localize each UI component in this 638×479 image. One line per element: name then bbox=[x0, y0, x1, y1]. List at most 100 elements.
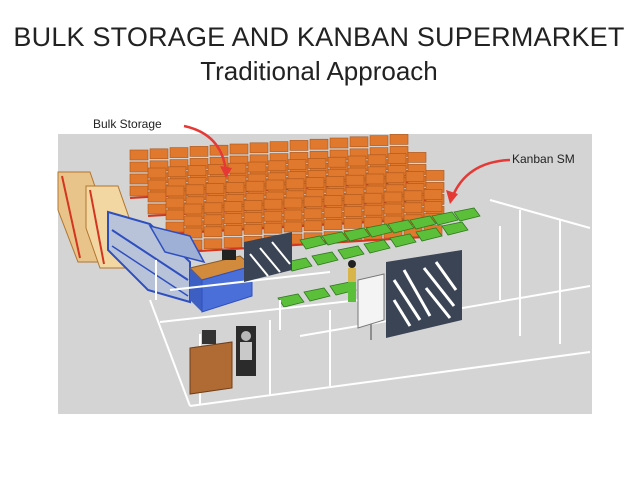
kanban-bin bbox=[409, 215, 437, 230]
rack-box bbox=[283, 221, 303, 233]
rack-box bbox=[287, 159, 307, 170]
rack-box bbox=[129, 161, 149, 173]
rack-box bbox=[245, 180, 265, 192]
rack-box bbox=[347, 155, 367, 167]
fence-rail bbox=[189, 351, 591, 407]
rack-box bbox=[167, 166, 187, 178]
rack-box bbox=[169, 147, 189, 158]
rack-box bbox=[183, 215, 203, 227]
kanban-bin bbox=[389, 233, 417, 248]
rack-box bbox=[229, 143, 249, 155]
kanban-bin bbox=[453, 207, 481, 222]
rack-box bbox=[129, 173, 149, 185]
rack-box bbox=[223, 213, 243, 224]
rack-box bbox=[325, 176, 345, 187]
safety-fence bbox=[149, 199, 591, 407]
rack-box bbox=[305, 177, 325, 188]
rack-box bbox=[383, 203, 403, 215]
slide-subtitle: Traditional Approach bbox=[200, 56, 438, 86]
kanban-bin bbox=[441, 221, 469, 236]
dispatch-desk bbox=[189, 250, 254, 313]
kanban-bin bbox=[303, 287, 331, 302]
rack-box bbox=[303, 196, 323, 208]
rack-box bbox=[329, 137, 349, 149]
rack-box bbox=[147, 167, 167, 179]
operator-figure bbox=[348, 260, 356, 302]
rack-box bbox=[223, 225, 243, 236]
fence-rail bbox=[169, 271, 331, 291]
rack-box bbox=[263, 210, 283, 222]
rack-box bbox=[365, 173, 385, 185]
whiteboard bbox=[357, 273, 385, 340]
rack-box bbox=[309, 138, 329, 150]
rack-box bbox=[223, 201, 243, 212]
kanban-bin bbox=[365, 223, 393, 238]
rack-box bbox=[283, 209, 303, 221]
rack-box bbox=[327, 156, 347, 168]
office-workstation bbox=[189, 326, 256, 395]
rack-box bbox=[269, 141, 289, 152]
rack-box bbox=[247, 161, 267, 173]
rack-box bbox=[403, 190, 423, 202]
kanban-sm-arrow bbox=[450, 158, 511, 199]
rack-box bbox=[343, 218, 363, 229]
bulk-storage-arrowhead bbox=[220, 166, 232, 178]
rack-box bbox=[183, 203, 203, 215]
rack-box bbox=[129, 149, 149, 161]
rack-box bbox=[243, 212, 263, 223]
rack-box bbox=[323, 195, 343, 206]
rack-box bbox=[363, 192, 383, 204]
rack-box bbox=[289, 140, 309, 151]
rack-box bbox=[203, 202, 223, 214]
rack-box bbox=[349, 136, 369, 148]
rack-box bbox=[165, 197, 185, 209]
rack-box bbox=[403, 202, 423, 214]
rack-box bbox=[307, 158, 327, 169]
rack-box bbox=[323, 219, 343, 230]
rack-box bbox=[423, 189, 443, 200]
rack-box bbox=[343, 206, 363, 217]
rack-box bbox=[385, 172, 405, 184]
rack-box bbox=[165, 209, 185, 221]
rack-box bbox=[423, 201, 443, 212]
rack-box bbox=[405, 171, 425, 182]
gate-door-small bbox=[244, 232, 292, 282]
kanban-bin bbox=[431, 211, 459, 226]
rack-box bbox=[223, 237, 243, 248]
rack-box bbox=[285, 178, 305, 190]
rack-box bbox=[183, 227, 203, 239]
rack-box bbox=[189, 146, 209, 157]
rack-box bbox=[383, 191, 403, 203]
blue-flow-racks bbox=[107, 210, 206, 304]
rack-box bbox=[389, 134, 409, 145]
rack-box bbox=[425, 170, 445, 181]
fence-rail bbox=[159, 299, 361, 323]
rack-box bbox=[345, 174, 365, 186]
rack-box bbox=[263, 222, 283, 234]
rack-box bbox=[265, 179, 285, 191]
rack-box bbox=[185, 184, 205, 196]
rack-box bbox=[243, 224, 263, 235]
bulk-storage-arrow bbox=[183, 124, 228, 173]
gate-door-large bbox=[386, 250, 462, 338]
rack-box bbox=[147, 179, 167, 191]
kanban-bin bbox=[415, 227, 443, 242]
rack-box bbox=[205, 183, 225, 194]
rack-box bbox=[387, 153, 407, 164]
rack-box bbox=[369, 135, 389, 146]
fence-rail bbox=[149, 299, 191, 407]
bulk-storage-racks bbox=[129, 134, 445, 253]
slide-title: BULK STORAGE AND KANBAN SUPERMARKET bbox=[13, 22, 625, 52]
rack-box bbox=[203, 238, 223, 250]
kanban-bin bbox=[321, 231, 349, 246]
rack-box bbox=[149, 148, 169, 160]
rack-box bbox=[129, 185, 149, 197]
rack-box bbox=[203, 214, 223, 226]
rack-box bbox=[343, 194, 363, 205]
rack-box bbox=[363, 204, 383, 216]
rack-box bbox=[407, 152, 427, 163]
rack-box bbox=[147, 191, 167, 203]
rack-box bbox=[147, 203, 167, 215]
rack-box bbox=[267, 160, 287, 172]
